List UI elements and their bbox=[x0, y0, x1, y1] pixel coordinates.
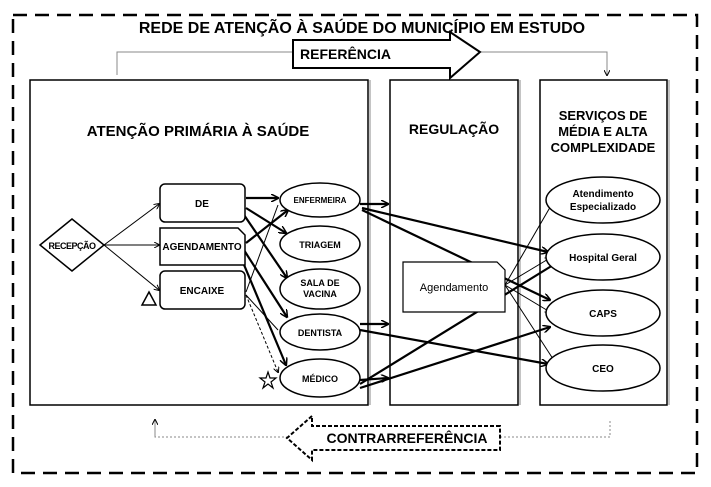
contrarreferencia-flow: CONTRARREFERÊNCIA bbox=[155, 413, 611, 463]
aps-panel bbox=[29, 79, 369, 406]
servicos-title-3: COMPLEXIDADE bbox=[551, 140, 656, 155]
box-agendamento bbox=[159, 227, 246, 266]
svg-text:Especializado: Especializado bbox=[570, 202, 636, 213]
contrarreferencia-label: CONTRARREFERÊNCIA bbox=[327, 429, 488, 446]
svg-text:DENTISTA: DENTISTA bbox=[298, 328, 343, 338]
svg-text:Hospital Geral: Hospital Geral bbox=[569, 253, 637, 264]
service-hospital-geral: Hospital Geral bbox=[545, 233, 661, 281]
regulacao-panel bbox=[389, 79, 519, 406]
box-de bbox=[159, 183, 246, 223]
recepcao-connectors bbox=[103, 204, 278, 372]
regulacao-title: REGULAÇÃO bbox=[409, 120, 499, 137]
svg-text:VACINA: VACINA bbox=[303, 289, 337, 299]
contrarreferencia-arrow bbox=[285, 413, 501, 463]
servicos-title-1: SERVIÇOS DE bbox=[559, 108, 648, 123]
flow-arrows bbox=[240, 198, 558, 390]
svg-text:ENFERMEIRA: ENFERMEIRA bbox=[294, 196, 347, 205]
service-ceo: CEO bbox=[545, 344, 661, 392]
recepcao-node bbox=[38, 218, 106, 272]
referencia-arrow bbox=[292, 30, 482, 81]
referencia-flow: REFERÊNCIA bbox=[116, 30, 607, 81]
star-icon bbox=[258, 370, 278, 390]
aps-title: ATENÇÃO PRIMÁRIA À SAÚDE bbox=[87, 122, 310, 140]
professional-triagem: TRIAGEM bbox=[279, 225, 361, 263]
service-atendimento-especializado: Atendimento Especializado bbox=[545, 176, 661, 224]
recepcao-label: RECEPÇÃO bbox=[48, 241, 96, 251]
box-agendamento-label: AGENDAMENTO bbox=[162, 242, 241, 253]
diagram-title: REDE DE ATENÇÃO À SAÚDE DO MUNICÍPIO EM … bbox=[139, 17, 585, 37]
service-caps: CAPS bbox=[545, 289, 661, 337]
servicos-panel bbox=[539, 79, 668, 406]
professional-medico: MÉDICO bbox=[279, 358, 361, 398]
box-encaixe bbox=[159, 270, 246, 310]
regulacao-arrows bbox=[504, 197, 556, 362]
servicos-title-2: MÉDIA E ALTA bbox=[558, 124, 648, 139]
box-encaixe-label: ENCAIXE bbox=[180, 286, 225, 297]
regulacao-agendamento-node bbox=[402, 261, 506, 313]
svg-text:MÉDICO: MÉDICO bbox=[302, 374, 338, 384]
box-de-label: DE bbox=[195, 199, 209, 210]
regulacao-agendamento-label: Agendamento bbox=[420, 282, 489, 294]
professional-sala-de-vacina: SALA DE VACINA bbox=[279, 268, 361, 310]
professional-enfermeira: ENFERMEIRA bbox=[279, 182, 361, 218]
triangle-icon bbox=[140, 290, 158, 306]
svg-text:CAPS: CAPS bbox=[589, 309, 617, 320]
network-boundary bbox=[11, 13, 699, 475]
svg-text:CEO: CEO bbox=[592, 364, 614, 375]
svg-text:Atendimento: Atendimento bbox=[572, 189, 633, 200]
svg-text:SALA DE: SALA DE bbox=[300, 278, 339, 288]
referencia-label: REFERÊNCIA bbox=[300, 45, 391, 62]
professional-dentista: DENTISTA bbox=[279, 313, 361, 351]
svg-text:TRIAGEM: TRIAGEM bbox=[299, 240, 341, 250]
